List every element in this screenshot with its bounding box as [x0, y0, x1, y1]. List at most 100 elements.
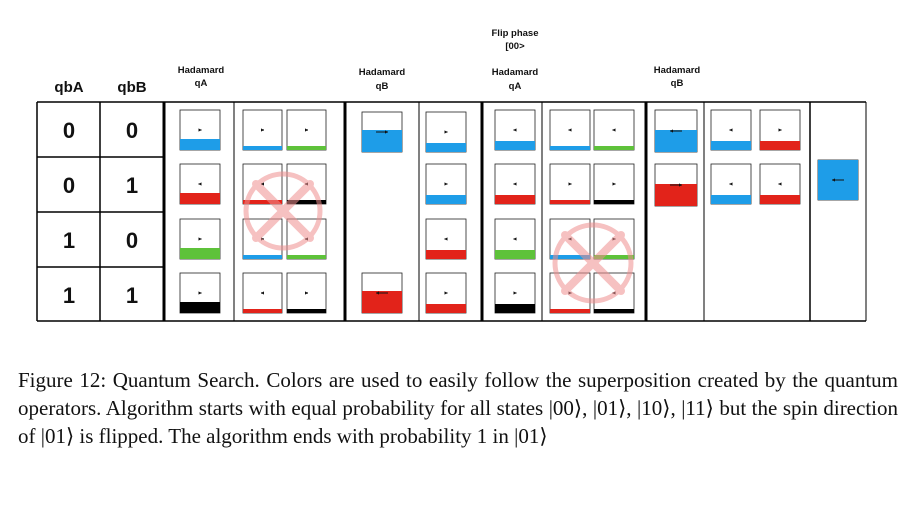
- spin-arrow-head: [513, 128, 517, 132]
- cross-stroke: [252, 180, 314, 242]
- amplitude-fill: [287, 146, 326, 150]
- amplitude-fill: [550, 255, 590, 259]
- spin-arrow-head: [261, 128, 264, 132]
- amplitude-fill: [180, 139, 220, 150]
- spin-arrow-head: [729, 128, 733, 132]
- amplitude-box: [654, 109, 698, 153]
- header-hadamard-qb-1-target: qB: [376, 81, 389, 92]
- header-hadamard-qa-2-target: qA: [509, 81, 522, 92]
- spin-arrow-head: [612, 182, 616, 186]
- amplitude-fill: [287, 255, 326, 259]
- spin-arrow-head: [568, 128, 572, 132]
- state-10-qb: 0: [126, 228, 138, 253]
- amplitude-fill: [594, 146, 634, 150]
- state-11-qa: 1: [63, 283, 75, 308]
- amplitude-box: [494, 109, 536, 151]
- cross-stroke: [561, 231, 625, 295]
- amplitude-fill: [495, 195, 535, 204]
- spin-arrow-head: [513, 291, 517, 295]
- amplitude-box: [494, 218, 536, 260]
- spin-arrow-head: [444, 130, 448, 134]
- amplitude-box: [179, 109, 221, 151]
- spin-arrow-head: [261, 291, 264, 295]
- amplitude-box: [179, 272, 221, 314]
- amplitude-fill: [426, 250, 466, 259]
- amplitude-box: [759, 163, 801, 205]
- amplitude-fill: [243, 309, 282, 313]
- amplitude-box: [494, 163, 536, 205]
- header-hadamard-qb-2: Hadamard: [654, 65, 701, 76]
- amplitude-box: [179, 218, 221, 260]
- spin-arrow-head: [305, 291, 308, 295]
- amplitude-box: [179, 163, 221, 205]
- header-hadamard-qa-1: Hadamard: [178, 65, 225, 76]
- spin-arrow-head: [444, 237, 448, 241]
- amplitude-fill: [180, 248, 220, 259]
- amplitude-box: [494, 272, 536, 314]
- spin-arrow-head: [832, 178, 835, 182]
- header-hadamard-qb-1: Hadamard: [359, 67, 406, 78]
- spin-arrow-head: [385, 130, 388, 134]
- header-flip-phase: Flip phase: [492, 28, 539, 39]
- amplitude-box: [361, 272, 403, 314]
- amplitude-box: [242, 272, 283, 314]
- column-headers: qbA qbB Hadamard qA Hadamard qB Flip pha…: [54, 28, 700, 96]
- amplitude-fill: [243, 255, 282, 259]
- amplitude-box: [242, 109, 283, 151]
- amplitude-fill: [287, 200, 326, 204]
- amplitude-fill: [243, 200, 282, 204]
- amplitude-box: [361, 111, 403, 153]
- spin-arrow-head: [612, 128, 616, 132]
- amplitude-box: [549, 163, 591, 205]
- amplitude-fill: [426, 195, 466, 204]
- spin-arrow-head: [513, 182, 517, 186]
- spin-arrow-head: [198, 182, 202, 186]
- header-hadamard-qa-1-target: qA: [195, 78, 208, 89]
- amplitude-fill: [711, 195, 751, 204]
- amplitude-fill: [426, 304, 466, 313]
- amplitude-box: [817, 159, 859, 201]
- state-00-qa: 0: [63, 118, 75, 143]
- amplitude-fill: [550, 200, 590, 204]
- header-qba: qbA: [54, 79, 83, 96]
- header-hadamard-qb-2-target: qB: [671, 78, 684, 89]
- figure-caption: Figure 12: Quantum Search. Colors are us…: [18, 368, 898, 448]
- table-frame: [36, 101, 867, 322]
- amplitude-fill: [426, 143, 466, 152]
- spin-arrow-head: [444, 291, 448, 295]
- spin-arrow-head: [778, 128, 782, 132]
- amplitude-box: [593, 163, 635, 205]
- state-01-qb: 1: [126, 173, 138, 198]
- spin-arrow-head: [261, 182, 264, 186]
- amplitude-box: [759, 109, 801, 151]
- amplitude-fill: [495, 304, 535, 313]
- amplitude-fill: [594, 255, 634, 259]
- header-hadamard-qa-2: Hadamard: [492, 67, 539, 78]
- spin-arrow-head: [513, 237, 517, 241]
- spin-arrow-head: [198, 237, 202, 241]
- state-10-qa: 1: [63, 228, 75, 253]
- amplitude-fill: [711, 141, 751, 150]
- state-00-qb: 0: [126, 118, 138, 143]
- cancellation-cross-1: [243, 171, 323, 251]
- spin-arrow-head: [444, 182, 448, 186]
- amplitude-box: [593, 109, 635, 151]
- spin-arrow-head: [305, 128, 308, 132]
- amplitude-fill: [362, 130, 402, 152]
- header-flip-phase-state: [00>: [505, 41, 525, 52]
- spin-arrow-head: [198, 128, 202, 132]
- amplitude-fill: [550, 146, 590, 150]
- amplitude-fill: [760, 195, 800, 204]
- state-11-qb: 1: [126, 283, 138, 308]
- amplitude-fill: [243, 146, 282, 150]
- spin-arrow-head: [679, 183, 682, 187]
- header-qbb: qbB: [117, 79, 146, 96]
- amplitude-box: [425, 218, 467, 260]
- state-01-qa: 0: [63, 173, 75, 198]
- amplitude-fill: [594, 309, 634, 313]
- amplitude-fill: [495, 250, 535, 259]
- spin-arrow-head: [729, 182, 733, 186]
- cross-circle: [243, 171, 323, 251]
- amplitude-fill: [594, 200, 634, 204]
- amplitude-box: [654, 163, 698, 207]
